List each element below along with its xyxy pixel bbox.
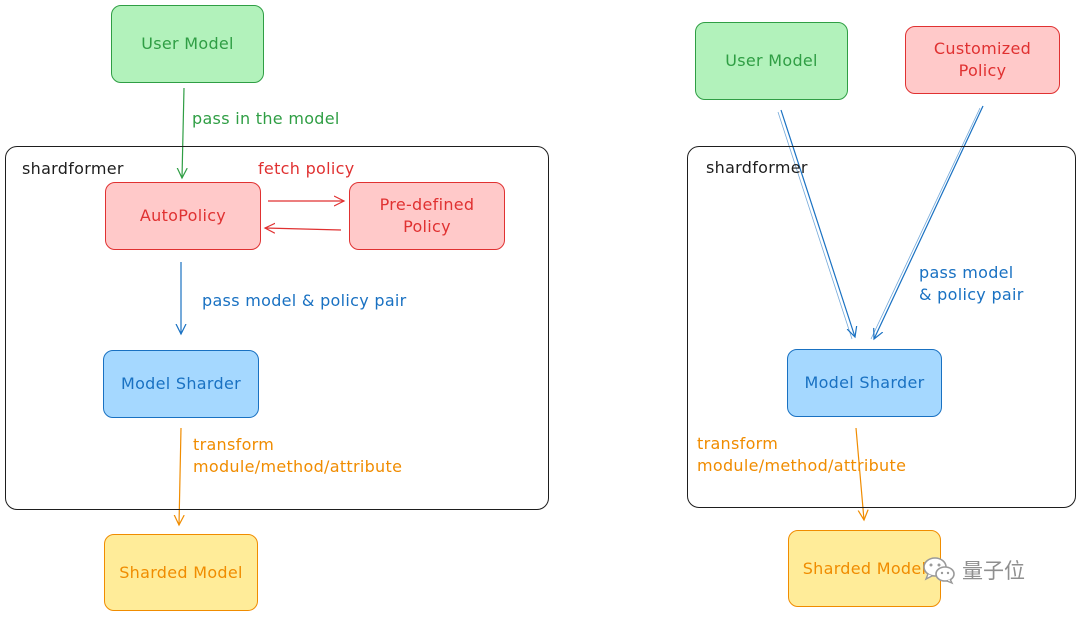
user-model-label: User Model [141,34,234,53]
watermark-text: 量子位 [962,559,1025,583]
arrow-right-user-to-sharder-2 [777,111,853,340]
arrow-sharder-to-sharded [179,427,181,525]
arrow-predefined-to-autopolicy [265,228,342,230]
right-sharded-model-box: Sharded Model [788,530,941,607]
user-model-box: User Model [111,5,264,83]
shardformer-container-left [5,146,549,510]
right-model-sharder-label: Model Sharder [804,373,925,392]
model-sharder-label: Model Sharder [120,374,241,393]
right-user-model-box: User Model [695,22,848,100]
arrow-user-to-autopolicy [182,87,184,178]
arrow-right-sharder-to-sharded [855,427,864,520]
watermark: 量子位 [922,553,1025,587]
customized-policy-label-line1: Customized [933,39,1032,58]
autopolicy-label: AutoPolicy [139,206,227,225]
right-pass-pair-label-line1: pass model [919,263,1014,282]
fetch-policy-label: fetch policy [258,159,355,178]
autopolicy-box: AutoPolicy [105,182,261,250]
shardformer-title-right: shardformer [706,158,808,177]
right-transform-label-line1: transform [697,434,779,453]
transform-label-line2: module/method/attribute [193,457,403,476]
customized-policy-box: Customized Policy [905,26,1060,94]
right-pass-pair-label-line2: & policy pair [919,285,1024,304]
sharded-model-box: Sharded Model [104,534,258,611]
right-sharded-model-label: Sharded Model [802,558,927,578]
customized-policy-label-line2: Policy [958,61,1007,80]
predefined-policy-label-line1: Pre-defined [379,195,475,214]
predefined-policy-box: Pre-defined Policy [349,182,505,250]
wechat-icon [923,557,955,585]
pass-model-policy-pair-label: pass model & policy pair [202,291,407,310]
pass-in-model-label: pass in the model [192,109,340,128]
predefined-policy-label-line2: Policy [403,217,451,236]
shardformer-title-left: shardformer [22,159,124,178]
arrow-right-policy-to-sharder [874,105,984,339]
right-user-model-label: User Model [725,51,818,70]
right-transform-label-line2: module/method/attribute [697,456,907,475]
right-model-sharder-box: Model Sharder [787,349,942,417]
sharded-model-label: Sharded Model [119,562,243,582]
model-sharder-box: Model Sharder [103,350,259,418]
arrow-right-user-to-sharder [780,109,855,337]
shardformer-container-right [687,146,1076,508]
transform-label-line1: transform [193,435,275,454]
